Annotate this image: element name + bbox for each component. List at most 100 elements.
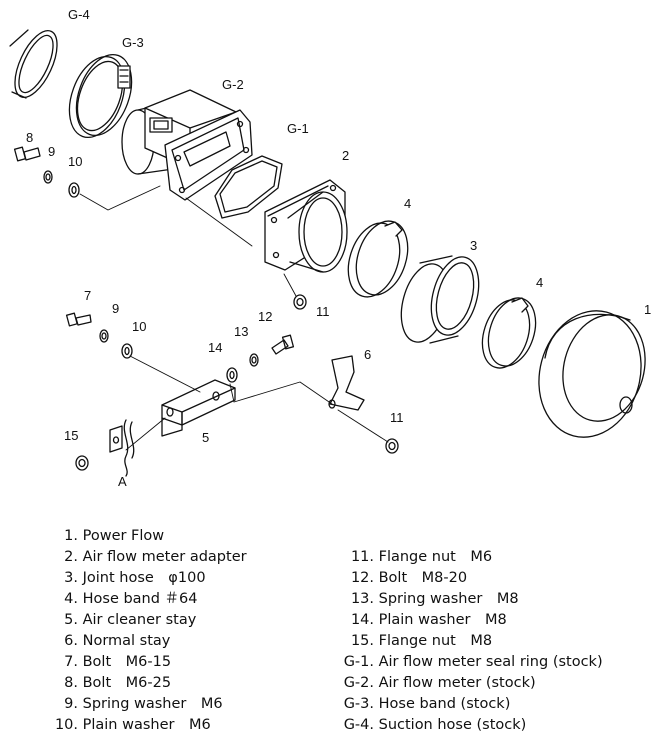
callout-1: 1 <box>644 302 651 317</box>
seal-ring-g1 <box>214 155 283 219</box>
parts-list-item: 8. Bolt M6-25 <box>52 673 247 694</box>
part-number: 4. <box>64 591 78 607</box>
part-description: Flange nut M6 <box>378 549 493 565</box>
bolt-m6-15 <box>65 312 92 327</box>
hose-band-right <box>481 297 537 369</box>
callout-g2: G-2 <box>222 77 244 92</box>
parts-list-item: G-2. Air flow meter (stock) <box>330 673 603 694</box>
callout-15: 15 <box>64 428 78 443</box>
part-number: 7. <box>64 654 78 670</box>
exploded-view-diagram: G-4 G-3 G-2 G-1 2 4 3 4 1 8 9 10 11 7 9 … <box>9 7 651 489</box>
part-description: Joint hose φ100 <box>82 570 206 586</box>
callout-14: 14 <box>208 340 222 355</box>
power-flow-filter <box>538 310 646 438</box>
parts-list-item: 15. Flange nut M8 <box>330 631 603 652</box>
parts-list-item: G-1. Air flow meter seal ring (stock) <box>330 652 603 673</box>
part-number: 12. <box>350 570 374 586</box>
part-number: 1. <box>64 528 78 544</box>
part-description: Air cleaner stay <box>82 612 197 628</box>
callout-g4: G-4 <box>68 7 90 22</box>
callout-9b: 9 <box>112 301 119 316</box>
callout-3: 3 <box>470 238 477 253</box>
part-description: Normal stay <box>82 633 171 649</box>
part-number: G-1. <box>343 654 374 670</box>
parts-list-item: 14. Plain washer M8 <box>330 610 603 631</box>
plain-washer-top <box>68 182 80 198</box>
part-description: Power Flow <box>82 528 165 544</box>
leader-lines <box>79 185 389 451</box>
air-flow-meter-adapter <box>264 179 348 273</box>
part-number: 9. <box>64 696 78 712</box>
part-number: 14. <box>350 612 374 628</box>
part-description: Air flow meter (stock) <box>378 675 536 691</box>
part-number: G-3. <box>343 696 374 712</box>
parts-list-item: 13. Spring washer M8 <box>330 589 603 610</box>
parts-list-item: 12. Bolt M8-20 <box>330 568 603 589</box>
parts-list-item: G-4. Suction hose (stock) <box>330 715 603 736</box>
part-number: 10. <box>54 717 78 733</box>
plain-washer-m8 <box>226 367 238 383</box>
callout-5: 5 <box>202 430 209 445</box>
part-description: Bolt M6-15 <box>82 654 172 670</box>
normal-stay <box>328 355 365 411</box>
callout-4a: 4 <box>404 196 411 211</box>
part-description: Bolt M6-25 <box>82 675 172 691</box>
detail-a <box>75 419 135 477</box>
hose-band-left <box>347 220 409 298</box>
parts-list-item: 3. Joint hose φ100 <box>52 568 247 589</box>
air-flow-meter-g2 <box>121 89 253 201</box>
flange-nut-top <box>293 294 307 310</box>
callout-10a: 10 <box>68 154 82 169</box>
part-number: G-4. <box>343 717 374 733</box>
callout-labels: G-4 G-3 G-2 G-1 2 4 3 4 1 8 9 10 11 7 9 … <box>26 7 651 489</box>
parts-list-item: 1. Power Flow <box>52 526 247 547</box>
parts-list-item: 4. Hose band ＃64 <box>52 589 247 610</box>
part-description: Suction hose (stock) <box>378 717 527 733</box>
callout-11a: 11 <box>316 304 330 319</box>
part-number: 5. <box>64 612 78 628</box>
callout-8: 8 <box>26 130 33 145</box>
part-description: Plain washer M6 <box>82 717 211 733</box>
callout-10b: 10 <box>132 319 146 334</box>
suction-hose-g4 <box>9 29 58 99</box>
parts-list-item: 9. Spring washer M6 <box>52 694 247 715</box>
callout-detail-a: A <box>118 474 127 489</box>
parts-list-item: 7. Bolt M6-15 <box>52 652 247 673</box>
plain-washer-mid <box>121 343 133 359</box>
parts-list-item: 6. Normal stay <box>52 631 247 652</box>
parts-list-item: 2. Air flow meter adapter <box>52 547 247 568</box>
part-number: 8. <box>64 675 78 691</box>
part-description: Bolt M8-20 <box>378 570 468 586</box>
part-description: Flange nut M8 <box>378 633 493 649</box>
part-number: G-2. <box>343 675 374 691</box>
part-number: 11. <box>350 549 374 565</box>
spring-washer-mid <box>99 329 109 343</box>
part-description: Spring washer M8 <box>378 591 519 607</box>
part-number: 3. <box>64 570 78 586</box>
hose-band-g3 <box>68 53 133 139</box>
part-number: 2. <box>64 549 78 565</box>
part-number: 15. <box>350 633 374 649</box>
parts-list-item: 10. Plain washer M6 <box>52 715 247 736</box>
part-number: 6. <box>64 633 78 649</box>
part-description: Spring washer M6 <box>82 696 223 712</box>
spring-washer-m8 <box>249 353 259 367</box>
parts-list-item: G-3. Hose band (stock) <box>330 694 603 715</box>
callout-12: 12 <box>258 309 272 324</box>
callout-4b: 4 <box>536 275 543 290</box>
callout-g3: G-3 <box>122 35 144 50</box>
callout-2: 2 <box>342 148 349 163</box>
joint-hose <box>400 255 480 344</box>
callout-11b: 11 <box>390 410 404 425</box>
part-description: Air flow meter adapter <box>82 549 247 565</box>
callout-9a: 9 <box>48 144 55 159</box>
part-description: Plain washer M8 <box>378 612 507 628</box>
callout-6: 6 <box>364 347 371 362</box>
parts-list-item: 11. Flange nut M6 <box>330 547 603 568</box>
parts-list-item: 5. Air cleaner stay <box>52 610 247 631</box>
part-description: Air flow meter seal ring (stock) <box>378 654 603 670</box>
flange-nut-bottom <box>385 438 399 454</box>
